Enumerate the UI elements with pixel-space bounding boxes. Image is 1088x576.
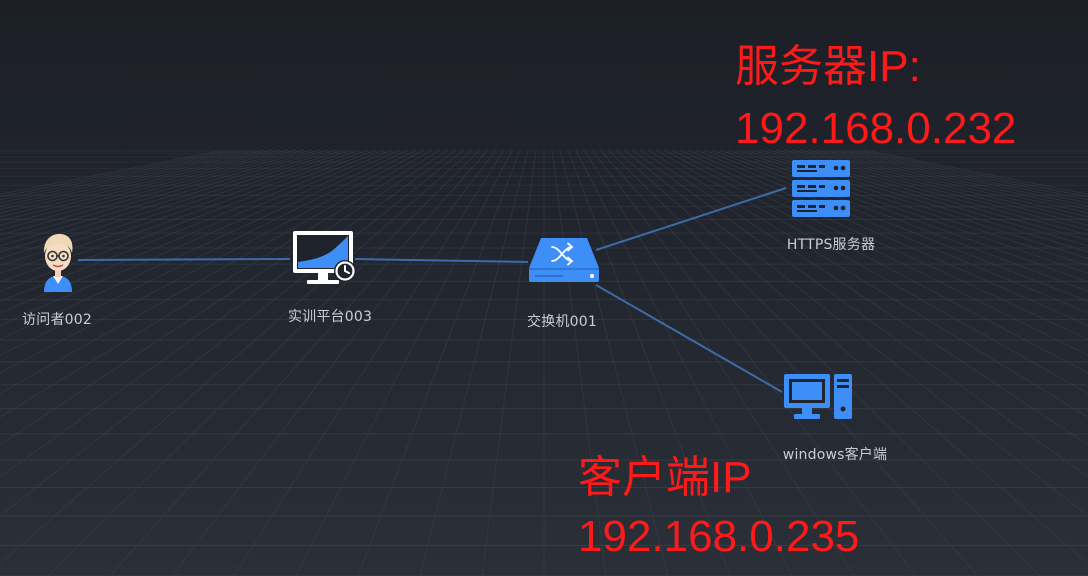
- server-ip-annotation-value: 192.168.0.232: [735, 104, 1017, 153]
- grid-line: [0, 149, 457, 478]
- node-platform[interactable]: [289, 228, 359, 290]
- grid-line: [0, 149, 425, 374]
- grid-line: [775, 149, 1088, 236]
- network-switch-icon: [529, 238, 599, 282]
- grid-line: [357, 149, 521, 576]
- node-visitor-label: 访问者002: [22, 312, 92, 328]
- grid-line: [295, 149, 513, 576]
- grid-line: [703, 149, 1088, 303]
- grid-line: [0, 149, 305, 231]
- client-ip-annotation-value: 192.168.0.235: [578, 512, 860, 561]
- grid-line: [719, 149, 1088, 283]
- grid-line: [567, 149, 731, 576]
- grid-line: [783, 149, 1088, 231]
- node-platform-label: 实训平台003: [287, 309, 373, 325]
- grid-line: [47, 149, 481, 576]
- grid-line: [711, 149, 1088, 292]
- grid-line: [743, 149, 1088, 260]
- grid-line: [727, 149, 1088, 275]
- grid-line: [0, 149, 385, 303]
- grid-line: [0, 149, 321, 241]
- grid-line: [0, 149, 297, 226]
- grid-line: [0, 149, 409, 340]
- grid-line: [0, 149, 337, 253]
- node-switch-label: 交换机001: [527, 314, 597, 330]
- grid-line: [599, 149, 979, 576]
- grid-line: [0, 149, 465, 517]
- grid-line: [0, 149, 345, 260]
- grid-line: [607, 149, 1041, 576]
- grid-line: [631, 149, 1088, 478]
- grid-line: [0, 149, 473, 565]
- client-ip-annotation-title: 客户端IP: [578, 453, 752, 502]
- desktop-computer-icon: [784, 374, 852, 419]
- grid-line: [615, 149, 1088, 565]
- node-server[interactable]: [790, 158, 852, 218]
- grid-line: [759, 149, 1088, 247]
- grid-line: [767, 149, 1088, 241]
- grid-line: [583, 149, 855, 576]
- server-rack-icon: [792, 160, 850, 217]
- grid-line: [751, 149, 1088, 253]
- grid-line: [551, 149, 607, 576]
- grid-line: [0, 149, 361, 275]
- grid-line: [0, 149, 369, 283]
- link-switch-server: [595, 187, 787, 251]
- grid-line: [623, 149, 1088, 517]
- grid-line: [233, 149, 505, 576]
- grid-line: [663, 149, 1088, 374]
- grid-line: [575, 149, 793, 576]
- grid-line: [679, 149, 1088, 340]
- grid-line: [0, 149, 417, 356]
- grid-line: [671, 149, 1088, 356]
- grid-line: [0, 149, 393, 314]
- server-ip-annotation-title: 服务器IP:: [735, 42, 921, 91]
- grid-line: [791, 149, 1088, 226]
- grid-line: [0, 149, 433, 395]
- link-visitor-platform: [77, 258, 291, 261]
- grid-line: [591, 149, 917, 576]
- grid-line: [559, 149, 669, 576]
- node-switch[interactable]: [527, 234, 603, 288]
- grid-line: [481, 149, 537, 576]
- node-client[interactable]: [782, 372, 854, 422]
- grid-line: [655, 149, 1088, 395]
- link-switch-client: [595, 284, 783, 393]
- grid-line: [0, 149, 377, 292]
- grid-line: [0, 149, 449, 446]
- grid-line: [639, 149, 1088, 446]
- monitor-clock-icon: [293, 231, 356, 284]
- grid-line: [647, 149, 1088, 418]
- grid-line: [419, 149, 529, 576]
- grid-line: [735, 149, 1088, 267]
- link-platform-switch: [354, 258, 529, 263]
- grid-line: [0, 149, 313, 236]
- grid-line: [0, 149, 329, 247]
- user-avatar-icon: [43, 233, 73, 292]
- grid-line: [109, 149, 489, 576]
- node-client-label: windows客户端: [782, 447, 888, 463]
- node-server-label: HTTPS服务器: [786, 237, 876, 253]
- grid-line: [0, 149, 441, 418]
- grid-line: [687, 149, 1088, 326]
- grid-line: [171, 149, 497, 576]
- grid-line: [0, 149, 353, 267]
- node-visitor[interactable]: [26, 226, 90, 294]
- grid-line: [695, 149, 1088, 314]
- grid-line: [0, 149, 401, 326]
